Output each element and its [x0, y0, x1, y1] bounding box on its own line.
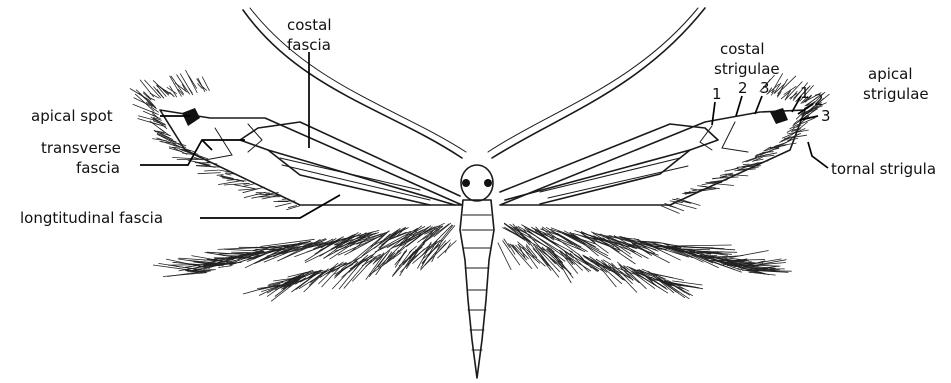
transverse-fascia-leader-2: [202, 140, 212, 150]
apical-strigula-number-3: 3: [821, 107, 831, 125]
fringe-hair: [157, 89, 163, 97]
fringe-hair: [742, 157, 757, 162]
fringe-hair: [518, 244, 525, 258]
transverse-fascia-label-line1: transverse: [41, 139, 121, 157]
fringe-hair: [186, 70, 198, 93]
right-antenna-inner: [488, 8, 698, 152]
fringe-hair: [150, 93, 160, 98]
apical-strigula-number-1: 1: [800, 84, 810, 102]
tornal-strigula-label: tornal strigula: [831, 160, 936, 178]
fringe-hair: [180, 149, 186, 150]
costal-strigula-number-3: 3: [760, 79, 770, 97]
longitudinal-fascia-leader: [200, 195, 340, 218]
fringe-hair: [590, 257, 611, 271]
left-antenna: [243, 10, 462, 158]
fringe-hair: [217, 175, 224, 176]
fringe-hair: [743, 164, 750, 165]
fringe-hair: [661, 206, 679, 214]
fringe-hair: [683, 247, 713, 248]
costal-strigula-number-2: 2: [738, 79, 748, 97]
tornal-strigula-leader: [808, 142, 828, 168]
left-apical-spot-mark: [182, 108, 200, 126]
apical-strigulae-label-line2: strigulae: [863, 85, 929, 103]
longitudinal-fascia-label: longtitudinal fascia: [20, 209, 163, 227]
left-antenna-inner: [250, 8, 466, 152]
fringe-hair: [781, 91, 791, 99]
fringe-hair: [666, 205, 677, 208]
fringe-hair: [204, 170, 218, 171]
costal-strigulae-label-line2: strigulae: [714, 60, 780, 78]
fringe-hair: [251, 248, 269, 256]
fringe-hair: [678, 245, 731, 246]
fringe-hair: [198, 173, 221, 174]
left-hindwing-fringe: [153, 223, 456, 301]
fringe-hair: [234, 185, 255, 189]
apical-spot-label: apical spot: [31, 107, 113, 125]
costal-fascia-label-line1: costal: [287, 16, 331, 34]
moth-body: [460, 165, 494, 378]
transverse-fascia-label-line2: fascia: [76, 159, 120, 177]
costal-strigulae-label-line1: costal: [720, 40, 764, 58]
fringe-hair: [275, 203, 291, 207]
fringe-hair: [163, 273, 207, 277]
costal-fascia-label-line2: fascia: [287, 36, 331, 54]
fringe-hair: [512, 244, 519, 253]
fringe-hair: [218, 266, 232, 268]
fringe-hair: [425, 240, 451, 266]
costal-strigula-number-1: 1: [712, 85, 722, 103]
fringe-hair: [777, 79, 787, 96]
fringe-hair: [189, 88, 192, 93]
right-hindwing-fringe: [498, 223, 792, 299]
apical-strigulae-label-line1: apical: [868, 65, 913, 83]
costal-strigula-1-leader: [712, 102, 715, 125]
costal-strigula-2-leader: [736, 96, 742, 116]
fringe-hair: [753, 159, 763, 161]
fringe-hair: [503, 241, 520, 266]
